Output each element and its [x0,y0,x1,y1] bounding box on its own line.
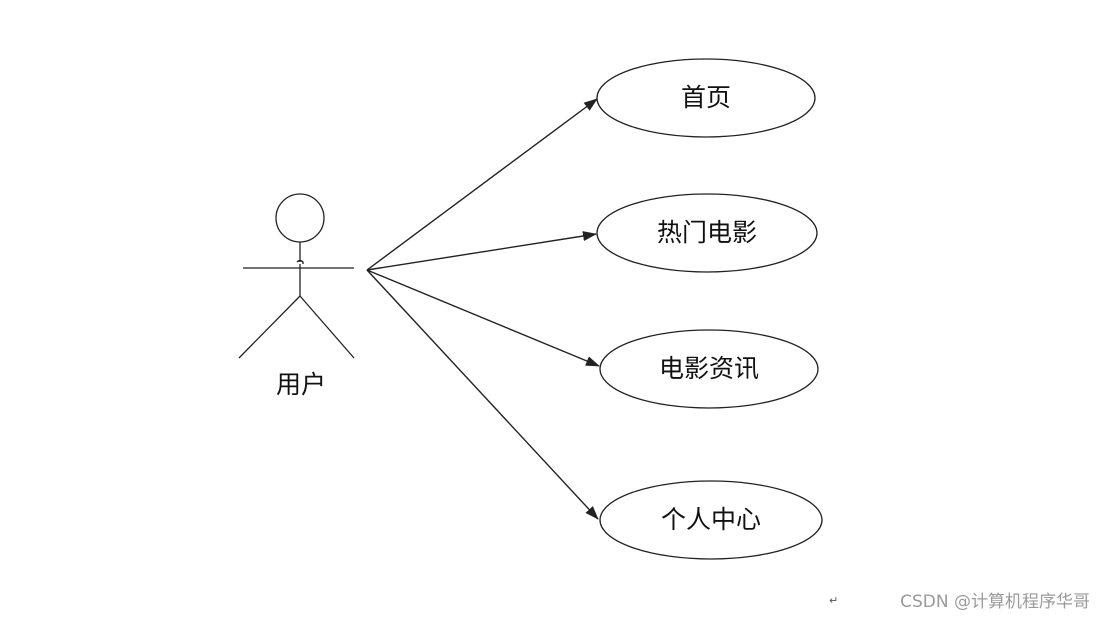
use-case-ellipse [596,58,816,138]
actor-user: 用户 [238,193,355,399]
use-case-label: 个人中心 [661,505,761,534]
association-arrow-hot-movies [366,231,597,271]
use-case-label: 首页 [681,83,731,112]
association-arrow-movie-news [366,269,600,367]
actor-right-leg [299,295,355,359]
association-arrow-personal-center [366,269,599,520]
actor-left-leg [238,295,301,359]
actor-head [275,193,325,243]
use-case-ellipse [599,480,823,560]
use-case-label: 热门电影 [657,218,757,247]
use-case-label: 电影资讯 [659,354,759,383]
paragraph-mark-icon: ↵ [829,594,838,607]
use-case-hot-movies: 热门电影 [596,193,818,273]
watermark: CSDN @计算机程序华哥 [900,592,1090,612]
use-case-ellipse [599,329,819,409]
use-case-home: 首页 [596,58,816,138]
use-case-movie-news: 电影资讯 [599,329,819,409]
associations [366,98,600,520]
actor-label: 用户 [276,370,326,399]
association-arrow-home [366,98,598,271]
use-case-ellipse [596,193,818,273]
actor-body [296,242,304,296]
use-case-personal-center: 个人中心 [599,480,823,560]
